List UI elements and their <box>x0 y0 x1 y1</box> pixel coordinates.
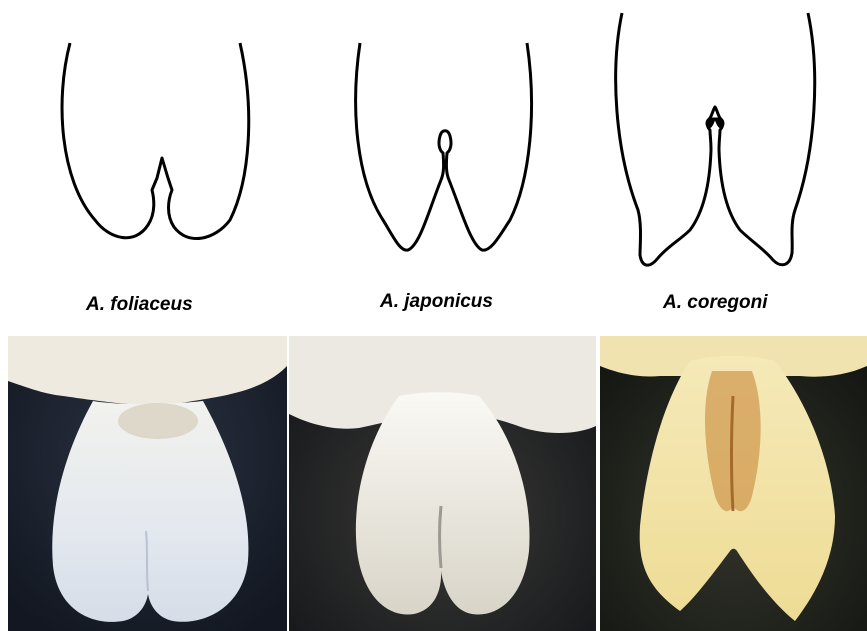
species-label-japonicus: A. japonicus <box>380 291 493 313</box>
species-label-coregoni: A. coregoni <box>663 292 768 314</box>
photo-foliaceus <box>8 336 287 631</box>
drawing-foliaceus <box>50 40 260 255</box>
species-label-foliaceus: A. foliaceus <box>86 294 193 316</box>
drawing-coregoni <box>610 10 825 272</box>
photo-japonicus <box>289 336 596 631</box>
photo-coregoni <box>600 336 867 631</box>
drawing-japonicus <box>345 40 545 260</box>
